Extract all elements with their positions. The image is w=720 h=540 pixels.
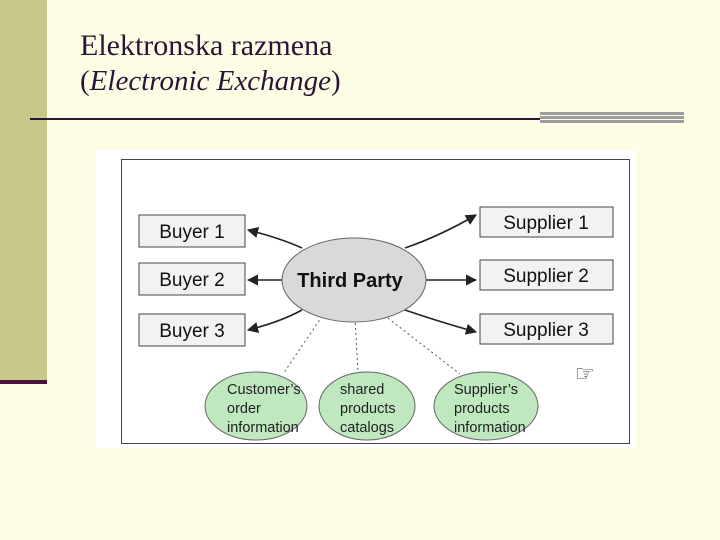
customer-order-line-3: information (227, 420, 299, 436)
third-party-ellipse (281, 237, 427, 323)
supplier-3-label: Supplier 3 (503, 320, 589, 341)
supplier-2-box (479, 259, 614, 291)
dotted-line-catalogs (354, 317, 359, 373)
supplier-1-label: Supplier 1 (503, 213, 589, 234)
buyer-1-box (138, 214, 246, 248)
title-line-1: Elektronska razmena (80, 29, 333, 62)
customer-order-line-1: Customer’s (227, 382, 301, 398)
arrow-to-buyer-1 (246, 227, 303, 249)
slide-title: Elektronska razmena (Electronic Exchange… (80, 28, 341, 99)
pointing-hand-icon[interactable]: ☞ (575, 362, 595, 387)
left-accent-line (0, 380, 47, 384)
shared-catalogs-ellipse (318, 371, 416, 441)
arrow-to-supplier-3 (404, 309, 478, 335)
supplier-products-line-1: Supplier’s (454, 382, 518, 398)
arrow-to-buyer-3 (246, 309, 303, 333)
customer-order-ellipse (204, 371, 308, 441)
buyer-1-label: Buyer 1 (159, 222, 224, 243)
shared-catalogs-line-1: shared (340, 382, 384, 398)
supplier-2-label: Supplier 2 (503, 266, 589, 287)
title-paren-close: ) (330, 65, 341, 97)
supplier-boxes: Supplier 1 Supplier 2 Supplier 3 (479, 206, 614, 345)
left-accent-bar (0, 0, 47, 384)
dotted-line-supplier (379, 311, 461, 375)
customer-order-line-2: order (227, 401, 261, 417)
arrows (246, 214, 478, 335)
dotted-line-customer (282, 311, 326, 375)
supplier-products-ellipse (433, 371, 539, 441)
third-party-label: Third Party (297, 270, 403, 292)
supplier-products-line-3: information (454, 420, 526, 436)
buyer-3-label: Buyer 3 (159, 321, 224, 342)
buyer-boxes: Buyer 1 Buyer 2 Buyer 3 (138, 214, 246, 347)
dotted-connectors (282, 311, 461, 375)
supplier-3-box (479, 313, 614, 345)
buyer-2-box (138, 262, 246, 296)
supplier-products-line-2: products (454, 401, 510, 417)
title-underline (30, 118, 540, 120)
title-paren-open: ( (80, 65, 90, 97)
title-line-2: (Electronic Exchange) (80, 64, 341, 99)
arrow-to-supplier-1 (404, 214, 477, 249)
info-ellipses: Customer’s order information shared prod… (204, 371, 539, 441)
buyer-3-box (138, 313, 246, 347)
decorative-stripes (540, 112, 684, 123)
buyer-2-label: Buyer 2 (159, 270, 224, 291)
supplier-1-box (479, 206, 614, 238)
shared-catalogs-line-2: products (340, 401, 396, 417)
shared-catalogs-line-3: catalogs (340, 420, 394, 436)
title-italic: Electronic Exchange (89, 65, 331, 97)
